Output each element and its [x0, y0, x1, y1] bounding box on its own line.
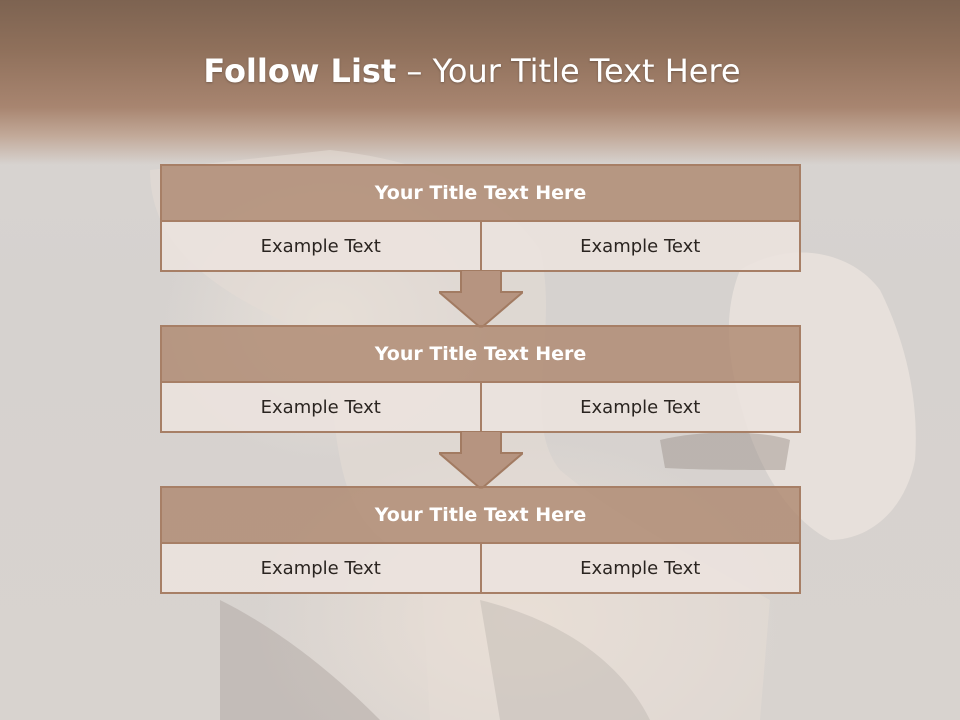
down-arrow-icon — [439, 270, 523, 328]
step-row: Example Text Example Text — [162, 222, 799, 270]
step-row: Example Text Example Text — [162, 383, 799, 431]
header-band — [0, 0, 960, 165]
step-box-3[interactable]: Your Title Text Here Example Text Exampl… — [160, 486, 801, 594]
step-cell-left: Example Text — [162, 383, 480, 431]
step-box-1[interactable]: Your Title Text Here Example Text Exampl… — [160, 164, 801, 272]
step-cell-left: Example Text — [162, 544, 480, 592]
step-cell-right: Example Text — [479, 544, 799, 592]
step-box-2[interactable]: Your Title Text Here Example Text Exampl… — [160, 325, 801, 433]
step-cell-right: Example Text — [479, 222, 799, 270]
slide-title-bold: Follow List — [203, 52, 397, 90]
down-arrow-icon — [439, 431, 523, 489]
step-cell-left: Example Text — [162, 222, 480, 270]
step-title: Your Title Text Here — [162, 166, 799, 222]
step-cell-right: Example Text — [479, 383, 799, 431]
slide-title: Follow List – Your Title Text Here — [0, 52, 944, 90]
step-title: Your Title Text Here — [162, 488, 799, 544]
step-title: Your Title Text Here — [162, 327, 799, 383]
step-row: Example Text Example Text — [162, 544, 799, 592]
slide-title-rest: – Your Title Text Here — [406, 52, 741, 90]
